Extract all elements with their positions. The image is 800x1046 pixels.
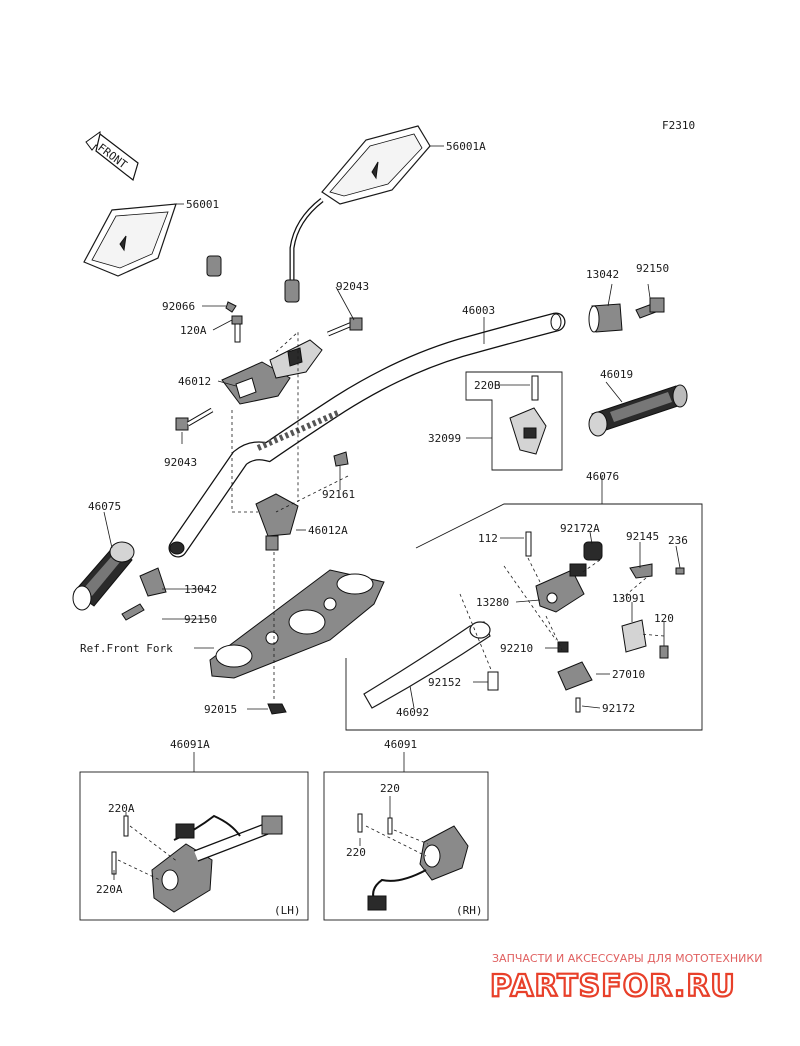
bolt-112 <box>525 531 532 557</box>
part-label: 92210 <box>500 642 533 655</box>
watermark-subtitle: ЗАПЧАСТИ И АКСЕССУАРЫ ДЛЯ МОТОТЕХНИКИ <box>492 952 762 965</box>
part-label: 92161 <box>322 488 355 501</box>
part-label: 13042 <box>586 268 619 281</box>
clamp-13091 <box>621 619 647 653</box>
clutch-lever-46092 <box>363 621 491 709</box>
part-label: 46003 <box>462 304 495 317</box>
holder-box-32099 <box>465 371 563 471</box>
part-label: 92043 <box>336 280 369 293</box>
part-label: 220B <box>474 379 501 392</box>
ref-front-fork-label: Ref.Front Fork <box>80 642 173 655</box>
part-label: 120A <box>180 324 207 337</box>
part-label: 220A <box>96 883 123 896</box>
part-label: 46091 <box>384 738 417 751</box>
screw-92172 <box>575 697 581 713</box>
lever-bracket-13280 <box>535 563 587 613</box>
bracket-92145 <box>629 563 653 579</box>
part-label: 220 <box>346 846 366 859</box>
nut-92015 <box>267 703 287 715</box>
part-label: 46092 <box>396 706 429 719</box>
left-grip <box>72 541 135 611</box>
bolt-92150-bottom <box>121 603 145 621</box>
part-label: 56001 <box>186 198 219 211</box>
screw-220A-1 <box>123 815 129 837</box>
screw-220-1 <box>357 813 363 833</box>
part-label: 92172 <box>602 702 635 715</box>
part-label: 13280 <box>476 596 509 609</box>
lh-switch-46091A <box>151 814 283 913</box>
part-label: 46019 <box>600 368 633 381</box>
bar-end-weight-left <box>139 567 167 597</box>
leader-lines <box>103 145 681 881</box>
rh-switch-46091 <box>367 825 469 911</box>
part-label: 13042 <box>184 583 217 596</box>
part-label: 92150 <box>636 262 669 275</box>
part-label: 236 <box>668 534 688 547</box>
part-label: 46012A <box>308 524 348 537</box>
part-label: 92145 <box>626 530 659 543</box>
bolt-120 <box>659 645 669 659</box>
part-label: 46076 <box>586 470 619 483</box>
screw-220-2 <box>387 817 393 835</box>
watermark-logo: ЗАПЧАСТИ И АКСЕССУАРЫ ДЛЯ МОТОТЕХНИКИ PA… <box>489 952 763 1005</box>
part-label: 92152 <box>428 676 461 689</box>
part-label: 46091A <box>170 738 210 751</box>
holder-32099 <box>509 375 547 455</box>
part-labels: 56001A 56001 92043 92066 120A 46003 1304… <box>80 140 688 917</box>
nut-92210 <box>557 641 569 653</box>
bar-end-weight-right <box>588 303 623 333</box>
screw-236 <box>675 567 685 575</box>
bolt-92066 <box>225 301 237 313</box>
figure-code: F2310 <box>662 119 695 132</box>
part-label: 92172A <box>560 522 600 535</box>
part-label: 112 <box>478 532 498 545</box>
riser-46012A <box>255 493 299 551</box>
left-mirror <box>83 203 222 277</box>
part-label: 46012 <box>178 375 211 388</box>
part-label: 120 <box>654 612 674 625</box>
part-label: 92043 <box>164 456 197 469</box>
lever-box-46076 <box>345 503 703 731</box>
handlebar-clamp-upper <box>221 339 323 405</box>
bolt-92043-bottom <box>175 407 214 431</box>
part-label: 32099 <box>428 432 461 445</box>
front-arrow-icon: FRONT <box>85 131 139 182</box>
collar-92152 <box>487 671 499 691</box>
rh-switch-box <box>323 771 489 921</box>
right-grip <box>588 384 688 437</box>
part-label: 92015 <box>204 703 237 716</box>
rh-side-label: (RH) <box>456 904 483 917</box>
lh-side-label: (LH) <box>274 904 301 917</box>
part-label: 220A <box>108 802 135 815</box>
part-label: 92066 <box>162 300 195 313</box>
bolt-120A <box>231 315 243 343</box>
switch-92172A <box>583 541 603 561</box>
bolt-92043-top <box>327 317 363 337</box>
part-label: 46075 <box>88 500 121 513</box>
part-label: 13091 <box>612 592 645 605</box>
bolt-92150-top <box>635 297 665 319</box>
nut-92161 <box>333 451 349 467</box>
part-label: 56001A <box>446 140 486 153</box>
right-mirror <box>284 125 431 303</box>
part-label: 27010 <box>612 668 645 681</box>
watermark-brand: PARTSFOR.RU <box>490 969 736 1004</box>
upper-triple-clamp <box>209 569 385 679</box>
handlebar <box>168 312 566 558</box>
part-label: 92150 <box>184 613 217 626</box>
switch-27010 <box>557 661 593 691</box>
part-label: 220 <box>380 782 400 795</box>
